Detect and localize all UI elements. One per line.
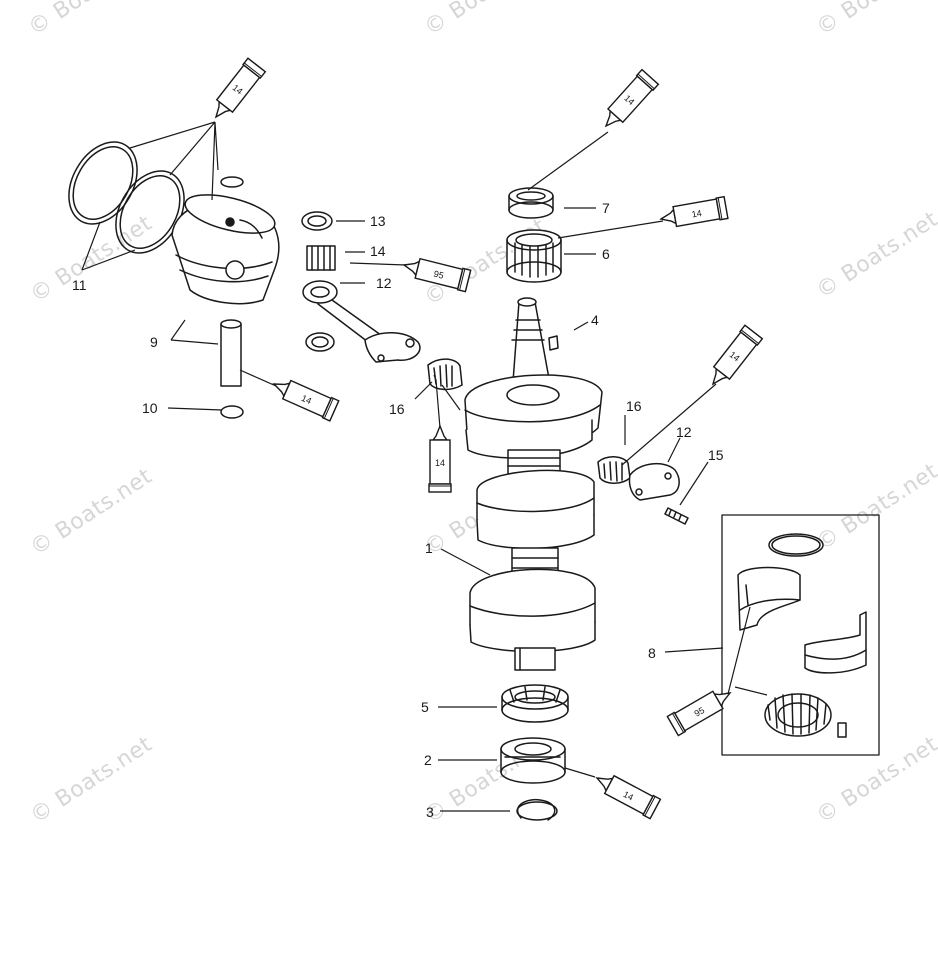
grease-tube: 14 — [597, 68, 660, 135]
lubricant-tubes: 14 14 14 95 14 14 14 14 95 — [206, 57, 764, 820]
callout-7: 7 — [602, 200, 610, 216]
grease-tube: 14 — [658, 196, 729, 231]
oil-seal-top — [508, 187, 554, 219]
svg-text:14: 14 — [300, 393, 313, 406]
thrust-washer-upper — [301, 211, 333, 231]
svg-text:14: 14 — [435, 458, 445, 468]
crankshaft — [464, 297, 603, 671]
svg-text:95: 95 — [433, 269, 445, 281]
piston-ring-upper — [68, 141, 138, 225]
connecting-rod — [302, 280, 421, 363]
loose-roller — [837, 722, 847, 738]
grease-tube: 95 — [666, 682, 737, 737]
rod-cap — [628, 463, 680, 501]
grease-tube: 14 — [268, 373, 340, 422]
callout-1: 1 — [425, 540, 433, 556]
callout-11: 11 — [72, 277, 87, 293]
thrust-washer-lower — [305, 332, 335, 352]
callout-16-left: 16 — [389, 401, 405, 417]
callout-12-left: 12 — [376, 275, 392, 291]
needle-bearing-small — [306, 245, 336, 271]
rod-cap-screw — [664, 507, 689, 525]
needle-bearing-upper — [506, 229, 562, 283]
callout-10: 10 — [142, 400, 158, 416]
bearing-race-half-lower — [804, 611, 867, 674]
leader-lines — [81, 121, 768, 812]
oil-seal-lower — [501, 684, 569, 723]
callout-9: 9 — [150, 334, 158, 350]
callout-8: 8 — [648, 645, 656, 661]
svg-text:14: 14 — [622, 93, 636, 107]
svg-text:14: 14 — [622, 789, 636, 803]
piston — [171, 194, 280, 305]
bearing-retainer-ring — [768, 533, 824, 557]
bearing-cage-right — [597, 456, 631, 484]
callout-15: 15 — [708, 447, 724, 463]
grease-tube: 14 — [428, 425, 452, 493]
callout-labels: 11 9 10 13 14 12 16 4 7 6 1 16 12 15 8 5… — [72, 200, 724, 820]
callout-12-right: 12 — [676, 424, 692, 440]
bearing-cage-left — [427, 358, 463, 391]
callout-14: 14 — [370, 243, 386, 259]
circlip-lower — [220, 405, 244, 419]
piston-pin — [220, 319, 242, 387]
grease-tube: 14 — [703, 324, 764, 392]
callout-16-right: 16 — [626, 398, 642, 414]
svg-text:95: 95 — [692, 705, 706, 719]
svg-text:14: 14 — [231, 82, 245, 96]
woodruff-key — [548, 335, 559, 351]
roller-bearing-cage — [764, 693, 832, 737]
grease-tube: 95 — [400, 253, 472, 293]
callout-4: 4 — [591, 312, 599, 328]
callout-5: 5 — [421, 699, 429, 715]
bearing-race-half-upper — [737, 566, 801, 631]
svg-text:14: 14 — [728, 349, 742, 363]
grease-tube: 14 — [206, 57, 267, 125]
callout-3: 3 — [426, 804, 434, 820]
callout-2: 2 — [424, 752, 432, 768]
callout-6: 6 — [602, 246, 610, 262]
svg-text:14: 14 — [691, 208, 703, 220]
callout-13: 13 — [370, 213, 386, 229]
detail-box-8 — [721, 514, 880, 756]
ball-bearing-lower — [500, 737, 566, 784]
circlip-upper — [220, 176, 244, 188]
grease-tube: 14 — [591, 767, 662, 820]
